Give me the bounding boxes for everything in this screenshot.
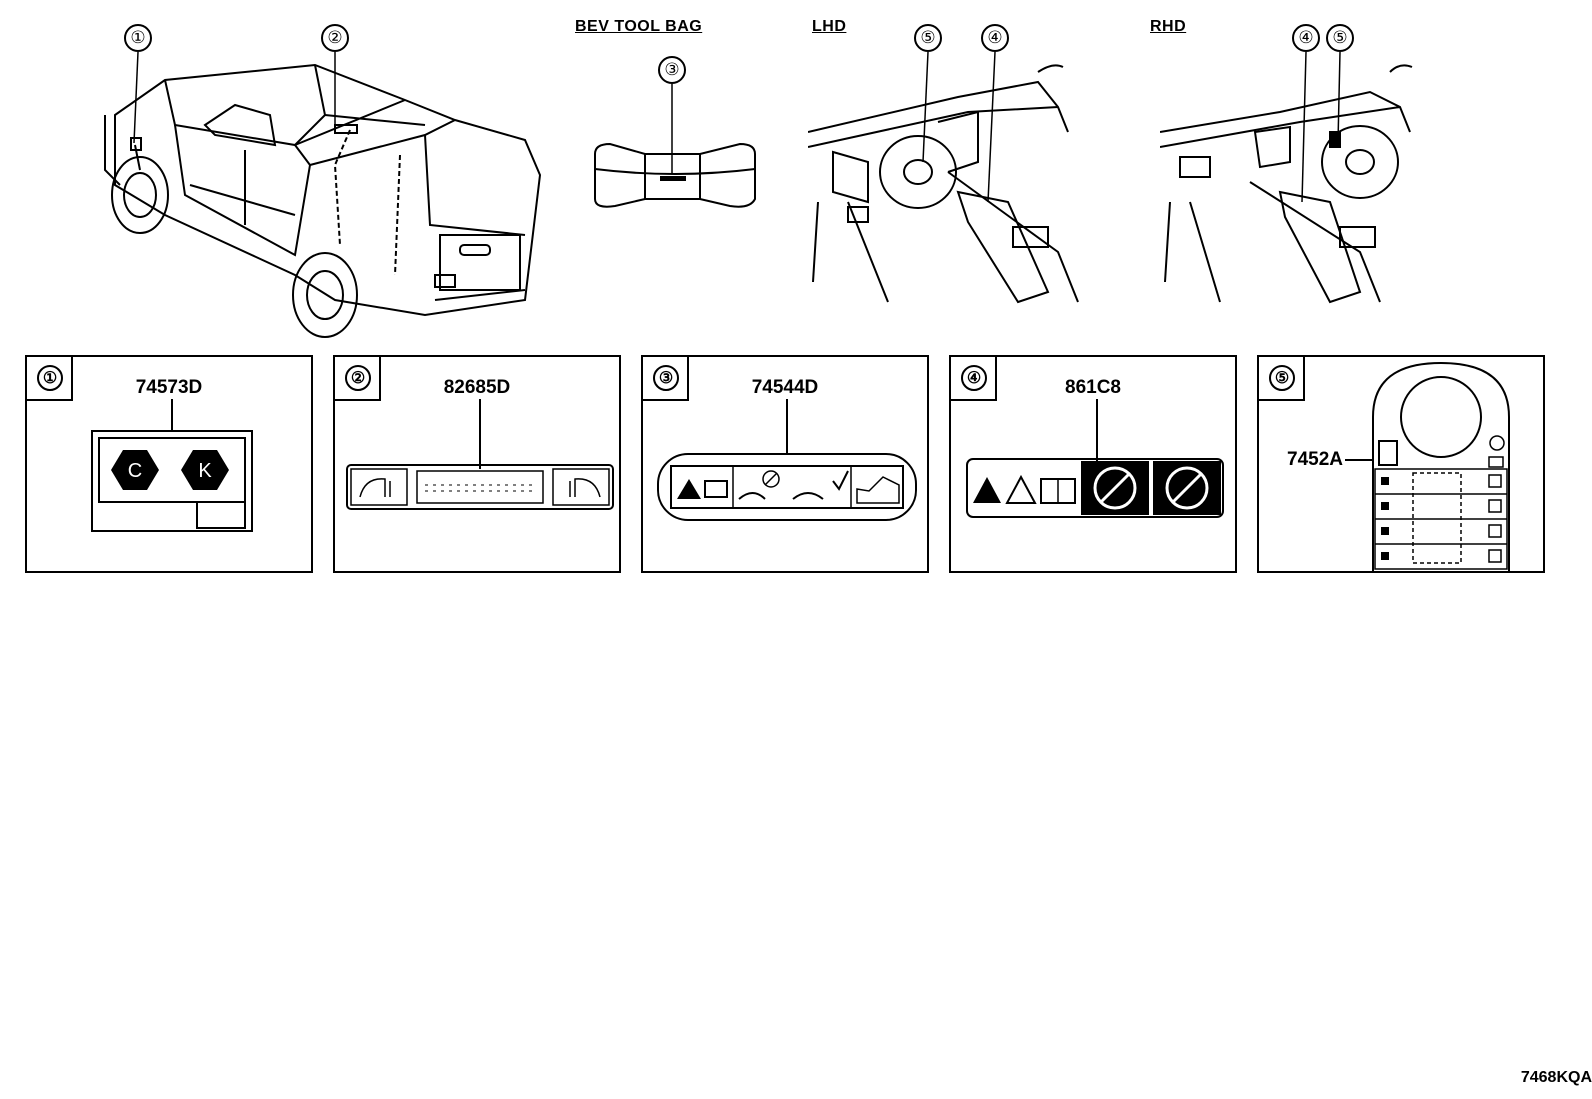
bev-tool-bag-header: BEV TOOL BAG — [575, 18, 703, 35]
rhd-callout-4: ④ — [1292, 24, 1320, 52]
label-74573d: C K — [91, 399, 253, 532]
truck-illustration — [104, 63, 542, 338]
part-code: 7452A — [1287, 449, 1343, 470]
diagram-id: 7468KQA — [1520, 1069, 1592, 1086]
part-code: 74573D — [135, 377, 203, 398]
panel-number: ④ — [961, 365, 987, 391]
lhd-header: LHD — [812, 18, 847, 35]
rhd-callout-5: ⑤ — [1326, 24, 1354, 52]
callout-1: ① — [124, 24, 152, 52]
panel-number-box — [951, 357, 997, 401]
label-7452a — [1345, 361, 1510, 571]
panel-number: ② — [345, 365, 371, 391]
panel-number: ① — [37, 365, 63, 391]
label-82685d — [346, 399, 614, 510]
rhd-header: RHD — [1150, 18, 1187, 35]
callout-2: ② — [321, 24, 349, 52]
rhd-dashboard-illustration — [1160, 52, 1413, 304]
hexagon-c — [111, 450, 159, 490]
panel-number-box — [335, 357, 381, 401]
part-code: 74544D — [751, 377, 819, 398]
heat-warning-icon — [1005, 474, 1037, 504]
panel-number-box — [643, 357, 689, 401]
lhd-callout-4: ④ — [981, 24, 1009, 52]
panel-number-box — [1259, 357, 1305, 401]
lhd-dashboard-illustration — [808, 52, 1079, 304]
prohibition-icon — [1165, 466, 1209, 510]
panel-number-box — [27, 357, 73, 401]
warning-icon — [677, 479, 701, 499]
leader-lines-truck — [133, 51, 336, 144]
panel-number: ⑤ — [1269, 365, 1295, 391]
label-letter-c: C — [128, 460, 142, 482]
label-861c8 — [966, 399, 1224, 518]
panel-5: ⑤ 7452A — [1257, 355, 1545, 573]
label-letter-k: K — [198, 460, 212, 482]
panel-2: ② 82685D — [333, 355, 621, 573]
panel-3: ③ 74544D — [641, 355, 929, 573]
lhd-callout-5: ⑤ — [914, 24, 942, 52]
panel-number: ③ — [653, 365, 679, 391]
tool-bag-illustration — [594, 84, 756, 208]
prohibition-icon — [1093, 466, 1137, 510]
manual-icon — [704, 480, 728, 498]
panel-4: ④ 861C8 — [949, 355, 1237, 573]
part-code: 861C8 — [1065, 377, 1121, 398]
panel-1: ① 74573D C K — [25, 355, 313, 573]
callout-3: ③ — [658, 56, 686, 84]
label-74544d — [657, 399, 917, 521]
part-code: 82685D — [443, 377, 511, 398]
warning-icon — [973, 477, 1001, 503]
hexagon-k — [181, 450, 229, 490]
